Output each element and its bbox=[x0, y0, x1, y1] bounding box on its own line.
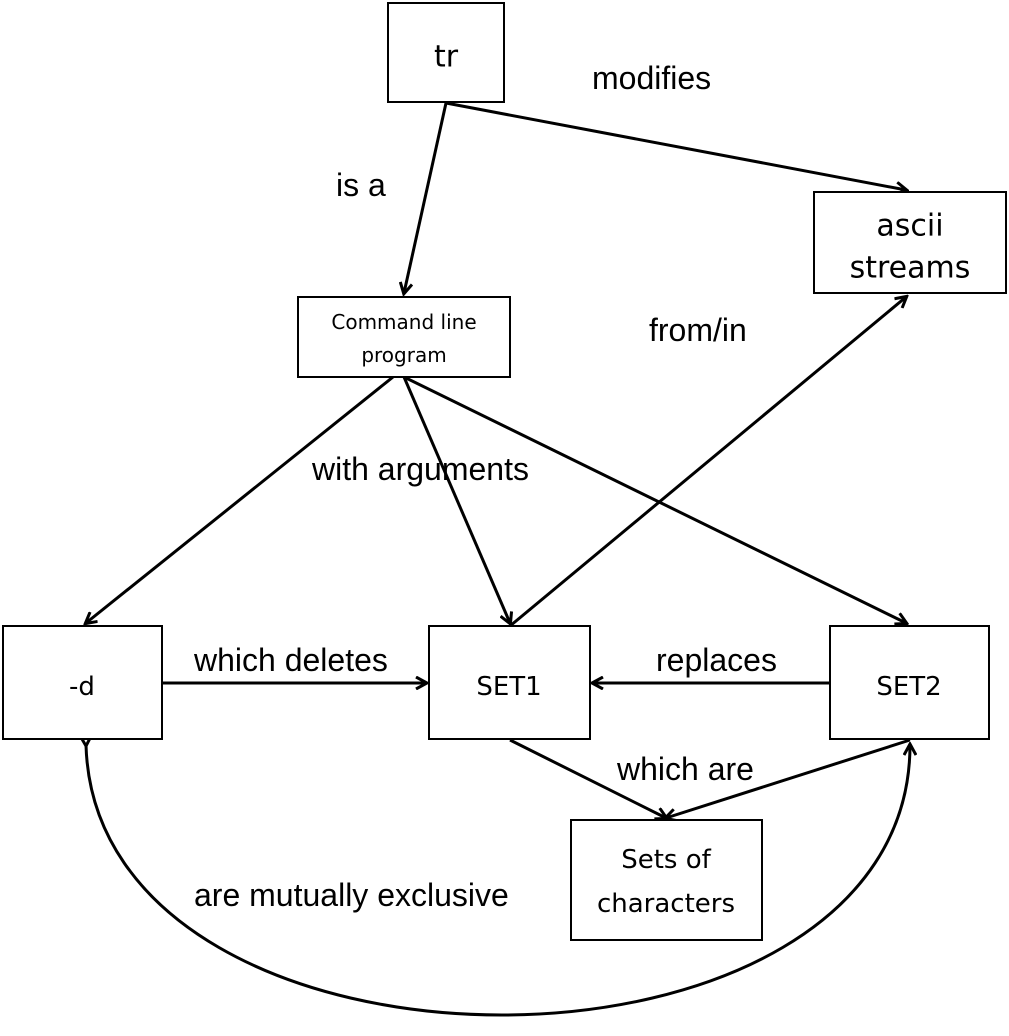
edge-program-to-d bbox=[86, 375, 394, 623]
node-tr-label: tr bbox=[434, 40, 459, 75]
label-which-are: which are bbox=[616, 751, 754, 787]
label-is-a: is a bbox=[336, 167, 386, 203]
node-command-line-program-line2: program bbox=[361, 343, 446, 367]
edge-modifies bbox=[445, 101, 906, 190]
node-set1-label: SET1 bbox=[476, 672, 541, 702]
node-command-line-program: Command line program bbox=[297, 296, 511, 378]
node-ascii-streams: ascii streams bbox=[813, 191, 1007, 294]
label-modifies: modifies bbox=[592, 60, 711, 96]
edge-program-to-set1 bbox=[402, 376, 510, 623]
node-sets-of-characters-line2: characters bbox=[597, 889, 735, 919]
label-with-arguments: with arguments bbox=[311, 451, 529, 487]
node-ascii-streams-line2: streams bbox=[850, 251, 971, 286]
edge-from-in bbox=[509, 297, 906, 628]
edge-program-to-set2 bbox=[403, 375, 906, 623]
node-command-line-program-line1: Command line bbox=[331, 310, 476, 334]
node-sets-of-characters-line1: Sets of bbox=[621, 845, 711, 875]
node-ascii-streams-line1: ascii bbox=[876, 209, 943, 244]
node-d-label: -d bbox=[69, 672, 95, 702]
edge-mutually-exclusive bbox=[86, 745, 910, 1017]
node-tr: tr bbox=[387, 2, 505, 103]
node-d: -d bbox=[2, 625, 163, 740]
label-which-deletes: which deletes bbox=[193, 642, 388, 678]
label-are-mutually-exclusive: are mutually exclusive bbox=[194, 877, 509, 913]
label-from-in: from/in bbox=[649, 312, 747, 348]
node-set2-label: SET2 bbox=[876, 672, 941, 702]
node-set1: SET1 bbox=[428, 625, 591, 740]
label-replaces: replaces bbox=[656, 642, 777, 678]
edge-is-a bbox=[404, 102, 448, 293]
node-sets-of-characters: Sets of characters bbox=[570, 819, 763, 941]
node-set2: SET2 bbox=[829, 625, 990, 740]
